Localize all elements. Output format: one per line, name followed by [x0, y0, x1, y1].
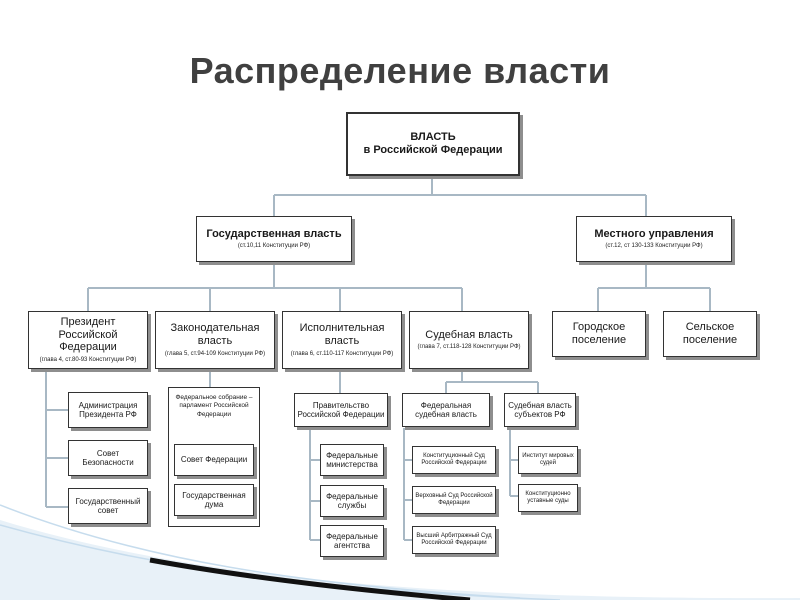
urban-settlement-box: Городское поселение — [552, 311, 646, 357]
root-box: ВЛАСТЬ в Российской Федерации — [346, 112, 520, 176]
federal-judicial-label: Федеральная судебная власть — [415, 400, 477, 419]
local-government-box: Местного управления (ст.12, ст 130-133 К… — [576, 216, 732, 262]
state-duma-box: Государственная дума — [174, 484, 254, 516]
legislative-ref: (глава 5, ст.94-109 Конституции РФ) — [164, 350, 266, 357]
supreme-court-label: Верховный Суд Российской Федерации — [415, 492, 493, 506]
government-label: Правительство Российской Федерации — [297, 400, 385, 419]
local-government-ref: (ст.12, ст 130-133 Конституции РФ) — [605, 243, 703, 250]
arbitration-court-label: Высший Арбитражный Суд Российской Федера… — [416, 532, 492, 546]
state-council-label: Государственный совет — [75, 496, 141, 515]
constitutional-court-label: Конституционный Суд Российской Федерации — [421, 452, 487, 466]
page-title: Распределение власти — [189, 50, 611, 91]
state-council-box: Государственный совет — [68, 488, 148, 524]
constitutional-court-box: Конституционный Суд Российской Федерации — [412, 446, 496, 474]
federation-council-label: Совет Федерации — [180, 455, 248, 465]
government-box: Правительство Российской Федерации — [294, 393, 388, 427]
president-ref: (глава 4, ст.80-93 Конституции РФ) — [39, 357, 137, 364]
federal-services-label: Федеральные службы — [326, 491, 378, 510]
rural-settlement-box: Сельское поселение — [663, 311, 757, 357]
urban-settlement-label: Городское поселение — [571, 321, 627, 346]
federal-ministries-label: Федеральные министерства — [326, 450, 378, 469]
root-line1: ВЛАСТЬ — [410, 131, 456, 144]
state-power-title: Государственная власть — [206, 227, 342, 240]
security-council-label: Совет Безопасности — [82, 448, 134, 467]
legislative-title: Законодательная власть — [170, 322, 260, 348]
president-box: Президент Российской Федерации (глава 4,… — [28, 311, 148, 369]
charter-courts-box: Конституционно уставные суды — [518, 484, 578, 512]
judicial-ref: (глава 7, ст.118-128 Конституции РФ) — [417, 344, 521, 351]
supreme-court-box: Верховный Суд Российской Федерации — [412, 486, 496, 514]
judicial-box: Судебная власть (глава 7, ст.118-128 Кон… — [409, 311, 529, 369]
justices-of-peace-label: Институт мировых судей — [522, 452, 574, 466]
federal-judicial-box: Федеральная судебная власть — [402, 393, 490, 427]
president-title: Президент Российской Федерации — [58, 316, 118, 354]
federation-council-box: Совет Федерации — [174, 444, 254, 476]
executive-box: Исполнительная власть (глава 6, ст.110-1… — [282, 311, 402, 369]
security-council-box: Совет Безопасности — [68, 440, 148, 476]
subject-judicial-box: Судебная власть субъектов РФ — [504, 393, 576, 427]
federal-assembly-frame: Федеральное собрание – парламент Российс… — [168, 387, 260, 527]
charter-courts-label: Конституционно уставные суды — [525, 490, 571, 504]
executive-ref: (глава 6, ст.110-117 Конституции РФ) — [290, 350, 394, 357]
president-admin-label: Администрация Президента РФ — [78, 400, 138, 419]
judicial-title: Судебная власть — [425, 328, 513, 341]
president-admin-box: Администрация Президента РФ — [68, 392, 148, 428]
federal-agencies-label: Федеральные агентства — [326, 531, 378, 550]
justices-of-peace-box: Институт мировых судей — [518, 446, 578, 474]
arbitration-court-box: Высший Арбитражный Суд Российской Федера… — [412, 526, 496, 554]
legislative-box: Законодательная власть (глава 5, ст.94-1… — [155, 311, 275, 369]
local-government-title: Местного управления — [594, 227, 714, 240]
state-power-ref: (ст.10,11 Конституции РФ) — [237, 243, 311, 250]
federal-services-box: Федеральные службы — [320, 485, 384, 517]
executive-title: Исполнительная власть — [299, 322, 385, 348]
federal-agencies-box: Федеральные агентства — [320, 525, 384, 557]
state-duma-label: Государственная дума — [182, 490, 246, 509]
federal-assembly-label: Федеральное собрание – парламент Российс… — [175, 394, 253, 418]
root-line2: в Российской Федерации — [363, 144, 503, 156]
state-power-box: Государственная власть (ст.10,11 Констит… — [196, 216, 352, 262]
federal-ministries-box: Федеральные министерства — [320, 444, 384, 476]
subject-judicial-label: Судебная власть субъектов РФ — [508, 400, 572, 419]
rural-settlement-label: Сельское поселение — [682, 321, 738, 346]
